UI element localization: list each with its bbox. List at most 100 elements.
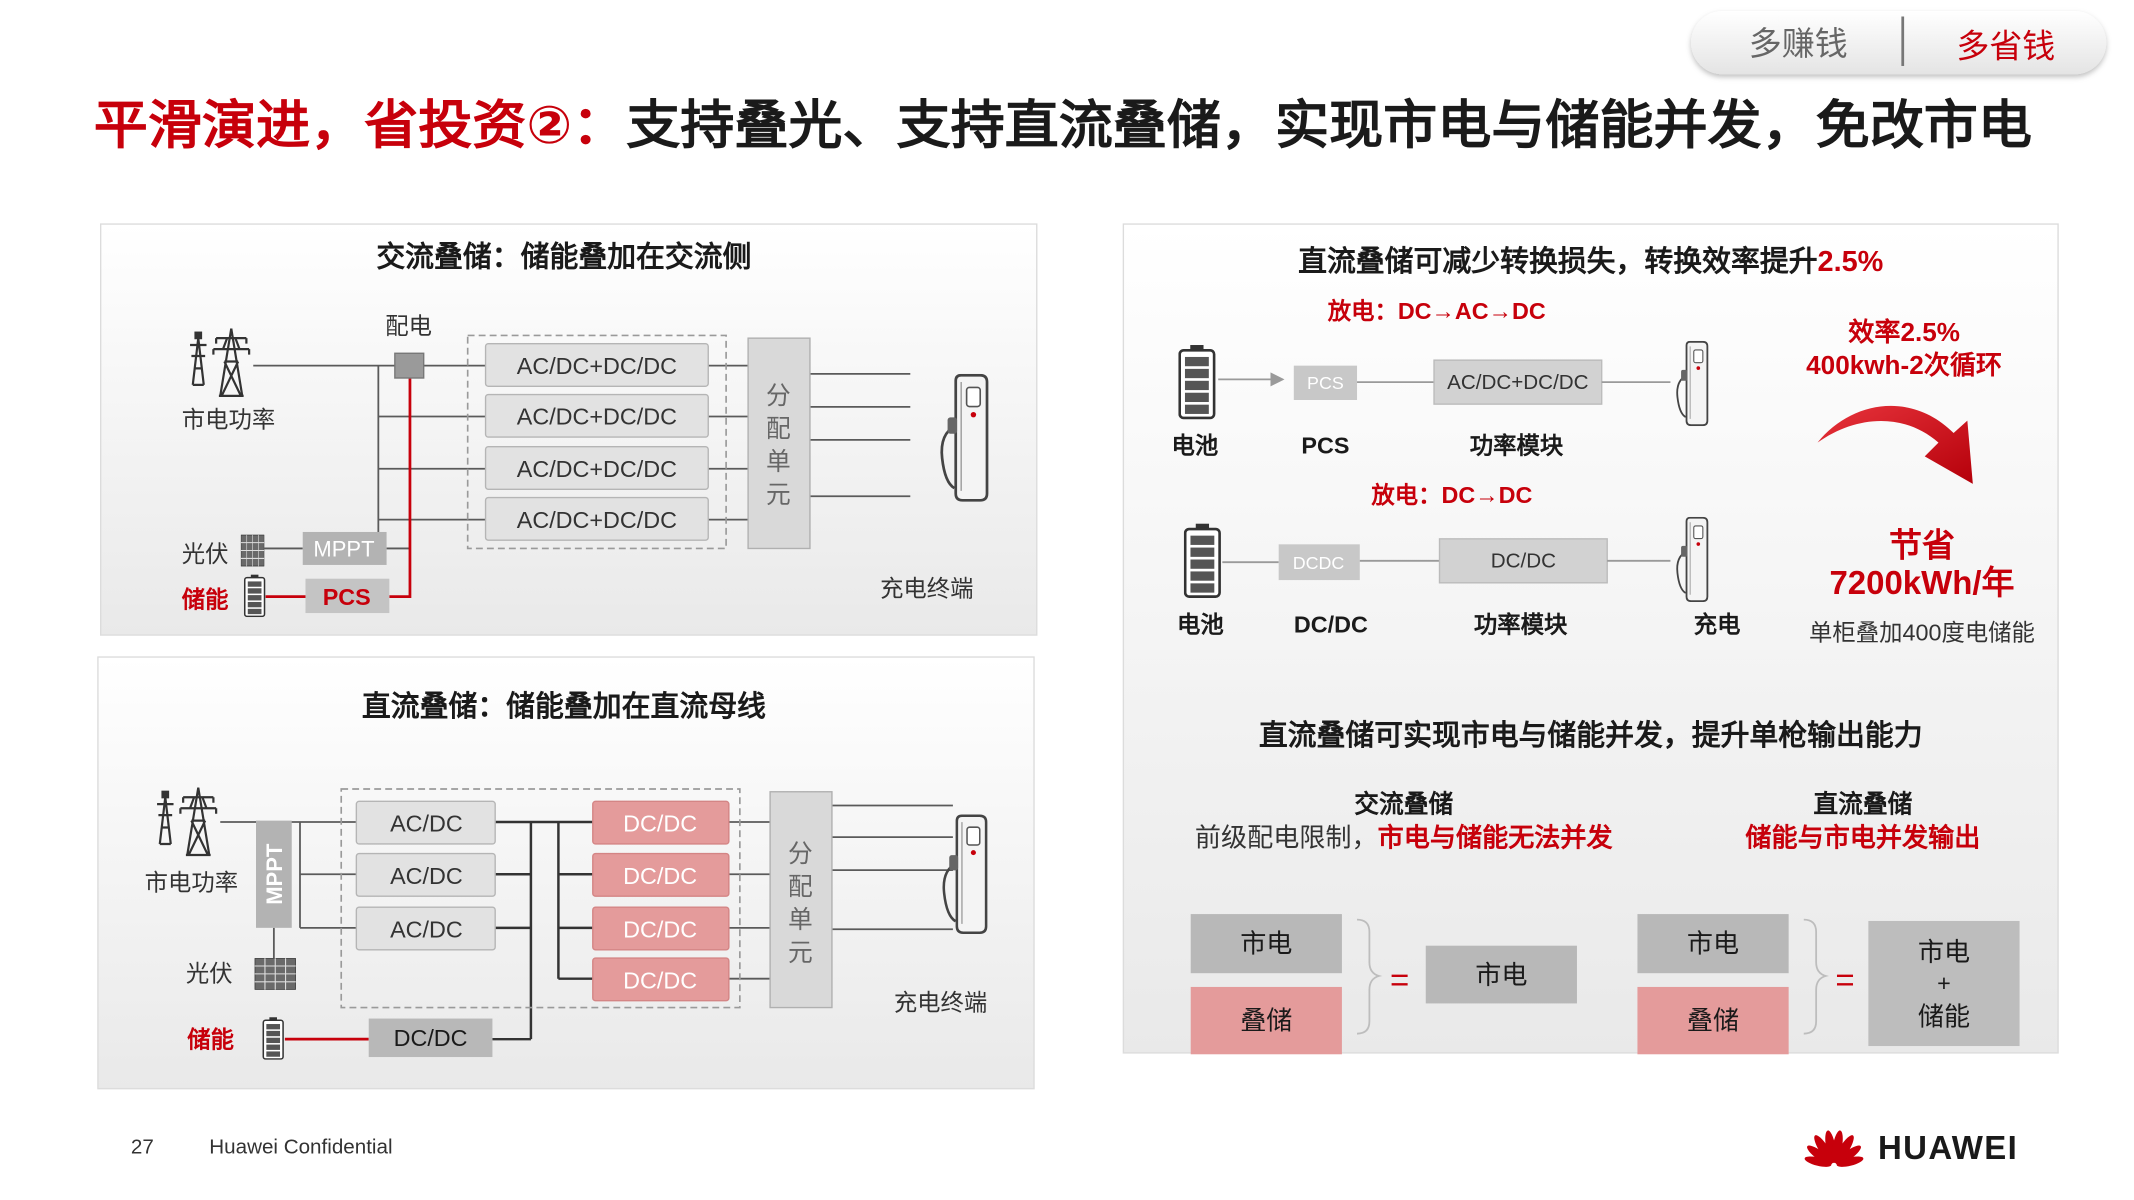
ac-discharge-path: 放电：DC→AC→DC 电池 PCS PCS AC/DC+DC/DC 功率模块 [1171, 297, 1709, 459]
dcdc-label: DC/DC [1294, 611, 1368, 637]
efficiency-gain-line2: 400kwh-2次循环 [1806, 350, 2002, 380]
power-module-box [1433, 359, 1603, 405]
acdc-module: AC/DC [355, 800, 496, 845]
distribution-unit-char: 配 [766, 416, 791, 443]
saving-line1: 节省 [1889, 527, 1955, 564]
dcdc-module: DC/DC [592, 957, 730, 1002]
saving-note: 单柜叠加400度电储能 [1809, 620, 2035, 646]
page-title-highlight: 平滑演进，省投资②： [94, 97, 626, 155]
power-module: AC/DC+DC/DC [484, 393, 709, 438]
pcs-box [1293, 365, 1358, 400]
storage-dcdc-block: DC/DC [368, 1018, 493, 1058]
power-module-label: AC/DC+DC/DC [517, 404, 677, 430]
power-module-group-outline [466, 334, 727, 550]
tab-earn-more-label: 多赚钱 [1749, 25, 1848, 62]
power-module-label: AC/DC+DC/DC [517, 353, 677, 379]
curved-red-arrow-icon [1817, 405, 1973, 484]
storage-dcdc-label: DC/DC [394, 1025, 468, 1051]
acdc-module: AC/DC [355, 906, 496, 951]
ac-case-highlight: 市电与储能无法并发 [1378, 823, 1614, 853]
mppt-label: MPPT [313, 537, 374, 562]
power-module: AC/DC+DC/DC [484, 342, 709, 387]
acdc-module-label: AC/DC [390, 811, 463, 837]
ac-coupling-panel: 交流叠储：储能叠加在交流侧 市电功率 配电 AC/D [99, 223, 1038, 636]
storage-label: 储能 [187, 1025, 234, 1052]
efficiency-panel-title: 直流叠储可减少转换损失，转换效率提升2.5% [1298, 245, 1883, 278]
pcs-block: PCS [305, 578, 390, 614]
storage-box-label: 叠储 [1687, 1006, 1739, 1036]
ac-connectors [253, 364, 911, 598]
power-module-box-label: AC/DC+DC/DC [1447, 371, 1589, 394]
battery-label: 电池 [1171, 433, 1218, 459]
distribution-unit-char: 单 [766, 448, 791, 476]
dc-case: 直流叠储 储能与市电并发输出 市电 叠储 = 市电 + 储能 [1637, 789, 2020, 1055]
mppt-box [256, 820, 292, 928]
confidential-label: Huawei Confidential [209, 1135, 392, 1158]
nav-tabs: 多赚钱 多省钱 [1691, 10, 2107, 75]
ac-path-heading: 放电：DC→AC→DC [1327, 297, 1546, 324]
power-module-box [1438, 538, 1608, 584]
power-module-label: 功率模块 [1470, 432, 1564, 459]
dcdc-module: DC/DC [592, 852, 730, 897]
huawei-logo: HUAWEI [1804, 1129, 2017, 1167]
power-module-box [484, 342, 709, 387]
ac-panel-title: 交流叠储：储能叠加在交流侧 [376, 241, 751, 274]
result-box [1868, 920, 2020, 1047]
distribution-unit-char: 配 [788, 874, 813, 901]
battery-icon [1178, 343, 1216, 420]
result-box-label: 市电 [1475, 960, 1527, 990]
power-module: AC/DC+DC/DC [484, 446, 709, 491]
charging-label: 充电 [1694, 610, 1741, 637]
dc-connectors [220, 804, 953, 1041]
efficiency-title-text: 直流叠储可减少转换损失，转换效率提升 [1298, 245, 1817, 278]
distribution-unit-box [747, 337, 811, 550]
battery-icon [1183, 522, 1221, 598]
dcdc-module: DC/DC [592, 906, 730, 951]
pv-label: 光伏 [182, 541, 229, 567]
pcs-to-distribution-line [389, 378, 412, 598]
distribution-unit-char: 单 [788, 906, 813, 934]
tab-save-more[interactable]: 多省钱 [1908, 14, 2100, 72]
acdc-module: AC/DC [355, 852, 496, 897]
grid-box-label: 市电 [1687, 929, 1739, 959]
grid-power-label: 市电功率 [182, 406, 275, 432]
grid-power-label: 市电功率 [145, 870, 238, 896]
dcdc-module-box [592, 957, 730, 1002]
efficiency-title-highlight: 2.5% [1818, 246, 1884, 278]
pcs-label: PCS [323, 584, 371, 610]
distribution-unit-char: 分 [766, 382, 791, 410]
dcdc-module: DC/DC [592, 800, 730, 845]
equals-sign: = [1835, 961, 1854, 998]
power-module-box [484, 393, 709, 438]
tab-save-more-label: 多省钱 [1956, 28, 2055, 65]
ac-case: 交流叠储 前级配电限制，市电与储能无法并发 市电 叠储 = 市电 [1190, 789, 1614, 1055]
pcs-box [305, 578, 390, 614]
result-grid-label: 市电 [1918, 937, 1970, 967]
storage-box-label: 叠储 [1240, 1006, 1292, 1036]
distribution-box [394, 352, 425, 379]
saving-line2: 7200kWh/年 [1829, 564, 2014, 601]
battery-icon [262, 1017, 284, 1060]
result-plus-label: + [1937, 970, 1951, 996]
dc-case-highlight: 储能与市电并发输出 [1745, 823, 1980, 853]
charger-terminal-label: 充电终端 [894, 989, 987, 1015]
ac-case-description: 前级配电限制，市电与储能无法并发 [1195, 823, 1614, 853]
page-title: 平滑演进，省投资②：支持叠光、支持直流叠储，实现市电与储能并发，免改市电 [94, 97, 2032, 155]
dcdc-module-box [592, 852, 730, 897]
mppt-label: MPPT [262, 843, 287, 905]
acdc-module-label: AC/DC [390, 863, 463, 889]
dc-panel-title: 直流叠储：储能叠加在直流母线 [362, 691, 766, 723]
solar-panel-icon [254, 958, 296, 990]
grid-box-label: 市电 [1240, 929, 1292, 959]
dcdc-module-label: DC/DC [623, 863, 697, 889]
efficiency-panel: 直流叠储可减少转换损失，转换效率提升2.5% 放电：DC→AC→DC 电池 PC… [1122, 223, 2059, 1055]
power-module-box [484, 446, 709, 491]
tab-earn-more[interactable]: 多赚钱 [1699, 14, 1897, 72]
battery-icon [243, 574, 266, 618]
dc-case-heading: 直流叠储 [1813, 789, 1912, 818]
storage-label: 储能 [182, 586, 229, 613]
grid-box [1190, 914, 1342, 974]
dc-panel-background [97, 656, 1035, 1090]
power-module: AC/DC+DC/DC [484, 496, 709, 541]
dc-path-heading: 放电：DC→DC [1370, 481, 1532, 508]
